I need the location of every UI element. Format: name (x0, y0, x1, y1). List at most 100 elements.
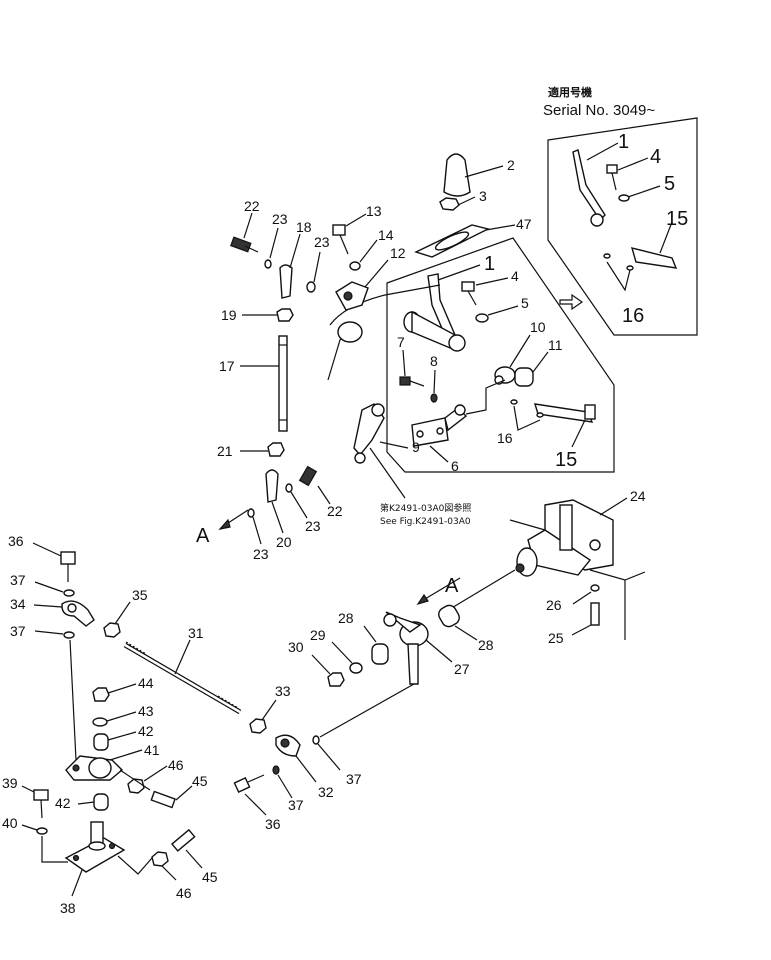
callout-25: 25 (548, 630, 564, 646)
leader-inset-16 (606, 261, 631, 292)
nut-33 (249, 718, 267, 734)
bracket-41-hole (72, 764, 80, 772)
callout-28-right: 28 (478, 637, 494, 653)
callout-37-right: 37 (346, 771, 362, 787)
callout-40: 40 (2, 815, 18, 831)
callout-inset-16: 16 (622, 305, 644, 327)
nut-35 (103, 622, 121, 638)
bracket-41-line (119, 769, 151, 791)
leader-39 (21, 785, 35, 793)
callout-38: 38 (60, 900, 76, 916)
callout-43: 43 (138, 703, 154, 719)
leader-12 (364, 259, 389, 288)
washer-23-bracket (306, 281, 316, 293)
callout-29: 29 (310, 627, 326, 643)
lever-clamp (448, 334, 466, 352)
leader-38 (71, 869, 83, 897)
bolt-22-top-shank (244, 245, 259, 253)
nut-30 (327, 672, 345, 687)
leader-46-upper (143, 765, 168, 782)
plate-38-group (64, 821, 126, 873)
leader-23-mid (290, 491, 308, 519)
washer-43 (92, 717, 108, 727)
bolt-39-head (33, 789, 49, 801)
callout-37-mid: 37 (288, 797, 304, 813)
leader-16 (513, 405, 541, 431)
callout-3: 3 (479, 188, 487, 204)
link-9-eye (371, 403, 385, 417)
callout-34: 34 (10, 596, 26, 612)
callout-15: 15 (555, 449, 577, 471)
callout-13: 13 (366, 203, 382, 219)
callout-24: 24 (630, 488, 646, 504)
callout-44: 44 (138, 675, 154, 691)
bracket-24-hole (589, 539, 601, 551)
washer-8 (430, 393, 438, 403)
bushing-28-right (438, 604, 460, 628)
inset-bolt-head (606, 164, 618, 174)
callout-33: 33 (275, 683, 291, 699)
bracket-24-group (509, 499, 646, 640)
bushing-42-lower (93, 793, 109, 811)
lever-27-eye (383, 613, 397, 627)
bolt-4-head (461, 281, 475, 292)
washer-23-mid (285, 483, 293, 493)
plate-6 (411, 417, 449, 447)
callout-20: 20 (276, 534, 292, 550)
washer-14 (349, 261, 361, 271)
rod-17 (278, 335, 288, 432)
leader-47 (485, 224, 516, 231)
reference-note-jp: 第K2491-03A0図参照 (380, 502, 471, 514)
inset-plate (630, 247, 678, 269)
boot-plate-slot (434, 231, 470, 251)
leader-20 (271, 501, 284, 534)
bushing-11 (514, 367, 534, 387)
inset-washer-small-b (626, 265, 634, 271)
washer-16-b (536, 412, 544, 418)
plate-38-hole-b (108, 842, 116, 850)
leader-37-right (317, 743, 341, 771)
leader-46-lower (161, 865, 177, 881)
callout-37-lower: 37 (10, 623, 26, 639)
callout-23-mid: 23 (305, 518, 321, 534)
leader-40 (21, 824, 38, 831)
leader-15 (571, 419, 586, 448)
rod-end-34 (61, 600, 95, 627)
reference-note-en: See Fig.K2491-03A0 (380, 517, 471, 527)
leader-1 (437, 264, 481, 281)
leader-4 (475, 277, 509, 286)
plate-6-hole (416, 430, 424, 438)
callout-8: 8 (430, 353, 438, 369)
plate-15-tab (584, 404, 596, 420)
leader-inset-1 (586, 142, 619, 161)
callout-2: 2 (507, 157, 515, 173)
leader-29 (331, 641, 353, 664)
bolt-4-shank (467, 290, 477, 306)
leader-44 (107, 683, 137, 694)
nut-46-lower (151, 851, 169, 867)
bolt-39-shank (40, 799, 43, 819)
washer-37-right (312, 735, 320, 745)
leader-28-left (363, 625, 377, 643)
leader-32 (295, 755, 317, 783)
leader-36-upper (32, 542, 62, 557)
callout-1: 1 (484, 253, 495, 275)
leader-18 (289, 233, 301, 269)
leader-45-lower (185, 849, 203, 869)
callout-23-bracket: 23 (314, 234, 330, 250)
bolt-22-top (230, 236, 252, 253)
callout-21: 21 (217, 443, 233, 459)
plate-38-hole-a (72, 854, 80, 862)
shaft-line (444, 569, 516, 613)
bolt-36-lower-head (233, 777, 251, 793)
callout-16: 16 (497, 430, 513, 446)
washer-23-low (247, 508, 255, 518)
leader-23-top (269, 227, 279, 259)
callout-23-top: 23 (272, 211, 288, 227)
plate-38-post-base (88, 841, 106, 851)
nut-21 (267, 442, 285, 457)
leader-14 (359, 239, 378, 263)
leader-33 (261, 699, 277, 721)
callout-27: 27 (454, 661, 470, 677)
callout-35: 35 (132, 587, 148, 603)
